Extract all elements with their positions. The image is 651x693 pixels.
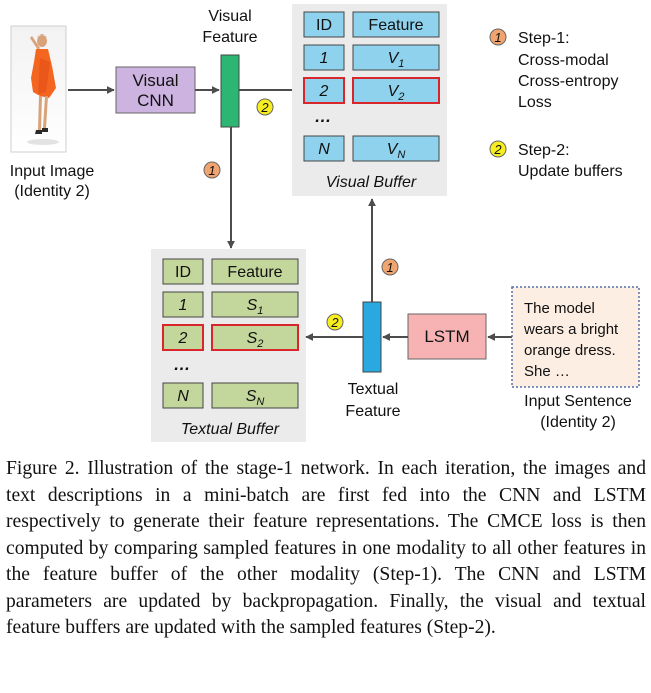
step1-marker-textual <box>381 258 399 276</box>
textual-feature-label-line1: Textual <box>348 381 399 398</box>
textual-buffer-header-feature: Feature <box>227 264 282 281</box>
visual-feature-bar <box>220 54 240 128</box>
visual-buffer-row-1-id: 1 <box>320 50 329 67</box>
visual-buffer-row-2-id: 2 <box>319 83 329 100</box>
visual-cnn-box <box>115 66 196 114</box>
visual-buffer-row-2-feature-cell <box>352 77 440 104</box>
visual-buffer-header-feature: Feature <box>368 17 423 34</box>
textual-buffer-row-2-feature: S2 <box>247 330 264 350</box>
input-sentence-line3: orange dress. <box>524 342 616 359</box>
input-sentence-label-line2: (Identity 2) <box>540 414 616 431</box>
textual-buffer-header-id: ID <box>175 264 191 281</box>
textual-buffer-row-1-feature: S1 <box>247 297 264 317</box>
step2-marker-visual-text: 2 <box>260 100 269 115</box>
stage1-network-diagram: Input Image (Identity 2) Visual CNN Visu… <box>10 4 640 442</box>
step2-marker-textual-text: 2 <box>330 315 339 330</box>
visual-buffer-ellipsis: … <box>315 107 332 126</box>
step1-marker-visual <box>203 161 221 179</box>
textual-buffer-title: Textual Buffer <box>181 421 280 438</box>
visual-buffer-header-feature-cell <box>352 11 440 38</box>
visual-feature-label-line1: Visual <box>208 8 251 25</box>
visual-buffer-header-id: ID <box>316 17 332 34</box>
figure-caption: Figure 2. Illustration of the stage-1 ne… <box>6 458 646 638</box>
visual-buffer-row-n-id-cell <box>303 135 345 162</box>
input-sentence-line4: She … <box>524 363 570 380</box>
textual-buffer-header-id-cell <box>162 258 204 285</box>
legend-step1-line1: Step-1: <box>518 30 570 47</box>
visual-feature-label-line2: Feature <box>202 29 257 46</box>
visual-cnn-line2: CNN <box>137 91 174 110</box>
textual-feature-bar <box>362 301 382 373</box>
legend-step1-line3: Cross-entropy <box>518 73 618 90</box>
visual-cnn-line1: Visual <box>133 71 179 90</box>
textual-feature-label-line2: Feature <box>345 403 400 420</box>
legend-step1-line2: Cross-modal <box>518 52 609 69</box>
visual-buffer-row-1-feature: V1 <box>388 50 405 70</box>
step1-marker-textual-text: 1 <box>386 260 393 275</box>
lstm-label: LSTM <box>424 327 469 346</box>
step2-marker-visual <box>256 98 274 116</box>
visual-buffer: ID Feature 1 V1 2 V2 … N VN Visual Buffe… <box>292 4 447 196</box>
legend-step1-marker <box>489 28 507 46</box>
textual-buffer-row-2-id: 2 <box>178 330 188 347</box>
legend-step2-marker <box>489 140 507 158</box>
textual-buffer-row-2-feature-cell <box>211 324 299 351</box>
legend-step2-line1: Step-2: <box>518 142 570 159</box>
textual-buffer-row-1-id: 1 <box>179 297 188 314</box>
input-sentence-label-line1: Input Sentence <box>524 393 632 410</box>
visual-buffer-header-id-cell <box>303 11 345 38</box>
textual-buffer-header-feature-cell <box>211 258 299 285</box>
textual-buffer: ID Feature 1 S1 2 S2 … N SN Textual Buff… <box>151 249 306 442</box>
step2-marker-textual <box>326 313 344 331</box>
visual-buffer-row-n-feature-cell <box>352 135 440 162</box>
textual-buffer-row-n-feature: SN <box>246 388 265 408</box>
visual-buffer-row-1-id-cell <box>303 44 345 71</box>
textual-buffer-row-1-id-cell <box>162 291 204 318</box>
visual-buffer-row-n-id: N <box>318 141 330 158</box>
textual-buffer-row-n-id-cell <box>162 382 204 409</box>
legend-step1-marker-text: 1 <box>494 30 501 45</box>
legend-step2-marker-text: 2 <box>493 142 502 157</box>
textual-buffer-row-2-id-cell <box>162 324 204 351</box>
input-sentence-box <box>511 286 640 388</box>
visual-buffer-row-2-id-cell <box>303 77 345 104</box>
input-sentence-line1: The model <box>524 300 595 317</box>
step1-marker-visual-text: 1 <box>208 163 215 178</box>
input-sentence-line2: wears a bright <box>523 321 619 338</box>
textual-buffer-row-n-id: N <box>177 388 189 405</box>
textual-buffer-ellipsis: … <box>174 355 191 374</box>
input-image-label-line2: (Identity 2) <box>14 183 90 200</box>
textual-buffer-row-n-feature-cell <box>211 382 299 409</box>
visual-buffer-title: Visual Buffer <box>326 174 417 191</box>
legend-step2-line2: Update buffers <box>518 163 623 180</box>
textual-buffer-row-1-feature-cell <box>211 291 299 318</box>
input-image <box>10 25 67 153</box>
visual-buffer-row-1-feature-cell <box>352 44 440 71</box>
input-image-label-line1: Input Image <box>10 163 95 180</box>
visual-buffer-row-2-feature: V2 <box>388 83 405 103</box>
visual-buffer-row-n-feature: VN <box>387 141 406 161</box>
legend-step1-line4: Loss <box>518 94 552 111</box>
